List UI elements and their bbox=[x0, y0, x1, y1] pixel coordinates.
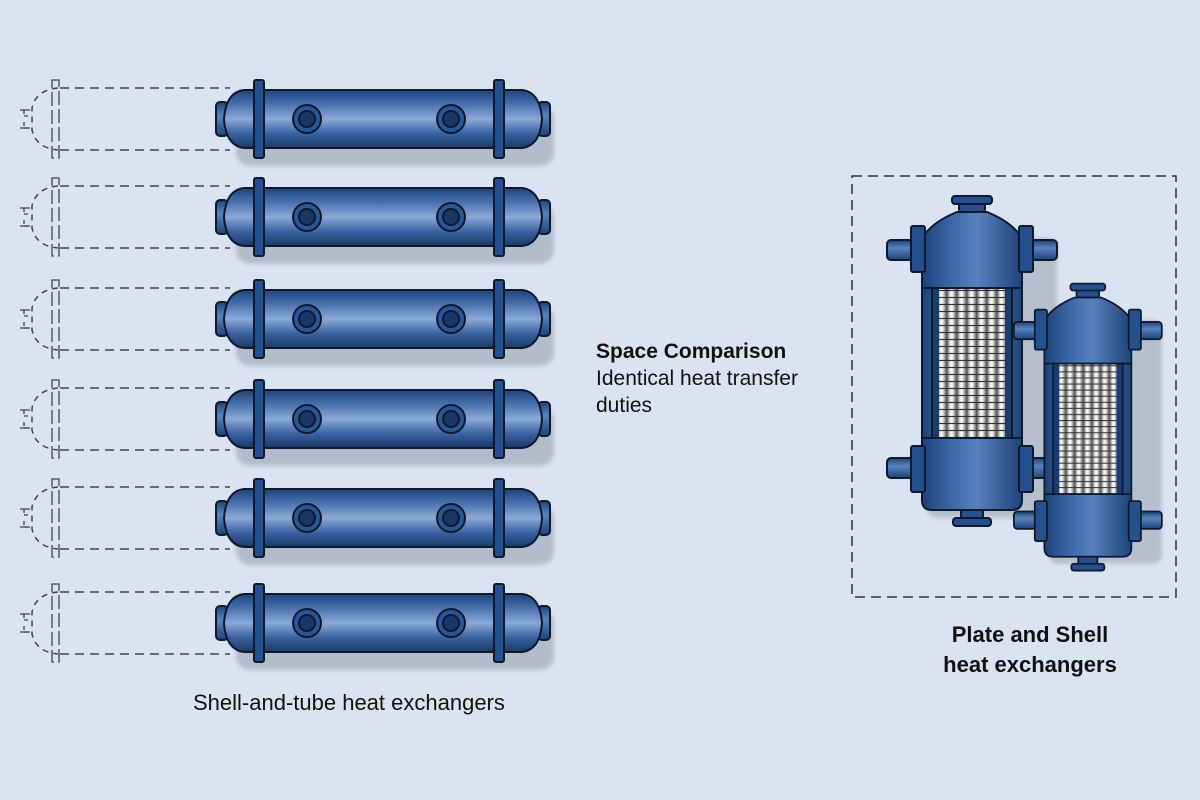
shell-and-tube-exchanger bbox=[216, 584, 554, 670]
comparison-note: Space Comparison Identical heat transfer… bbox=[596, 338, 836, 419]
shell-and-tube-exchanger bbox=[216, 80, 554, 166]
tube-pull-space-outline bbox=[19, 177, 231, 257]
shell-and-tube-caption: Shell-and-tube heat exchangers bbox=[193, 690, 505, 715]
tube-pull-space-outline bbox=[19, 583, 231, 663]
tube-pull-space-outline bbox=[19, 79, 231, 159]
plate-and-shell-caption-line1: Plate and Shell bbox=[951, 622, 1109, 647]
shell-and-tube-unit-3 bbox=[19, 279, 554, 366]
shell-and-tube-group bbox=[19, 79, 554, 670]
tube-pull-space-outline bbox=[19, 379, 231, 459]
shell-and-tube-exchanger bbox=[216, 380, 554, 466]
shell-and-tube-unit-5 bbox=[19, 478, 554, 565]
shell-and-tube-unit-1 bbox=[19, 79, 554, 166]
shell-and-tube-exchanger bbox=[216, 479, 554, 565]
shell-and-tube-unit-6 bbox=[19, 583, 554, 670]
shell-and-tube-exchanger bbox=[216, 178, 554, 264]
tube-pull-space-outline bbox=[19, 478, 231, 558]
shell-and-tube-exchanger bbox=[216, 280, 554, 366]
shell-and-tube-unit-2 bbox=[19, 177, 554, 264]
footprint-boundary bbox=[851, 175, 1177, 598]
plate-and-shell-unit-1 bbox=[887, 196, 1057, 526]
plate-and-shell-caption-line2: heat exchangers bbox=[943, 652, 1117, 677]
tube-pull-space-outline bbox=[19, 279, 231, 359]
plate-and-shell-caption: Plate and Shell heat exchangers bbox=[860, 620, 1200, 680]
shell-and-tube-unit-4 bbox=[19, 379, 554, 466]
comparison-subtitle: Identical heat transfer duties bbox=[596, 367, 798, 417]
comparison-title: Space Comparison bbox=[596, 340, 787, 363]
